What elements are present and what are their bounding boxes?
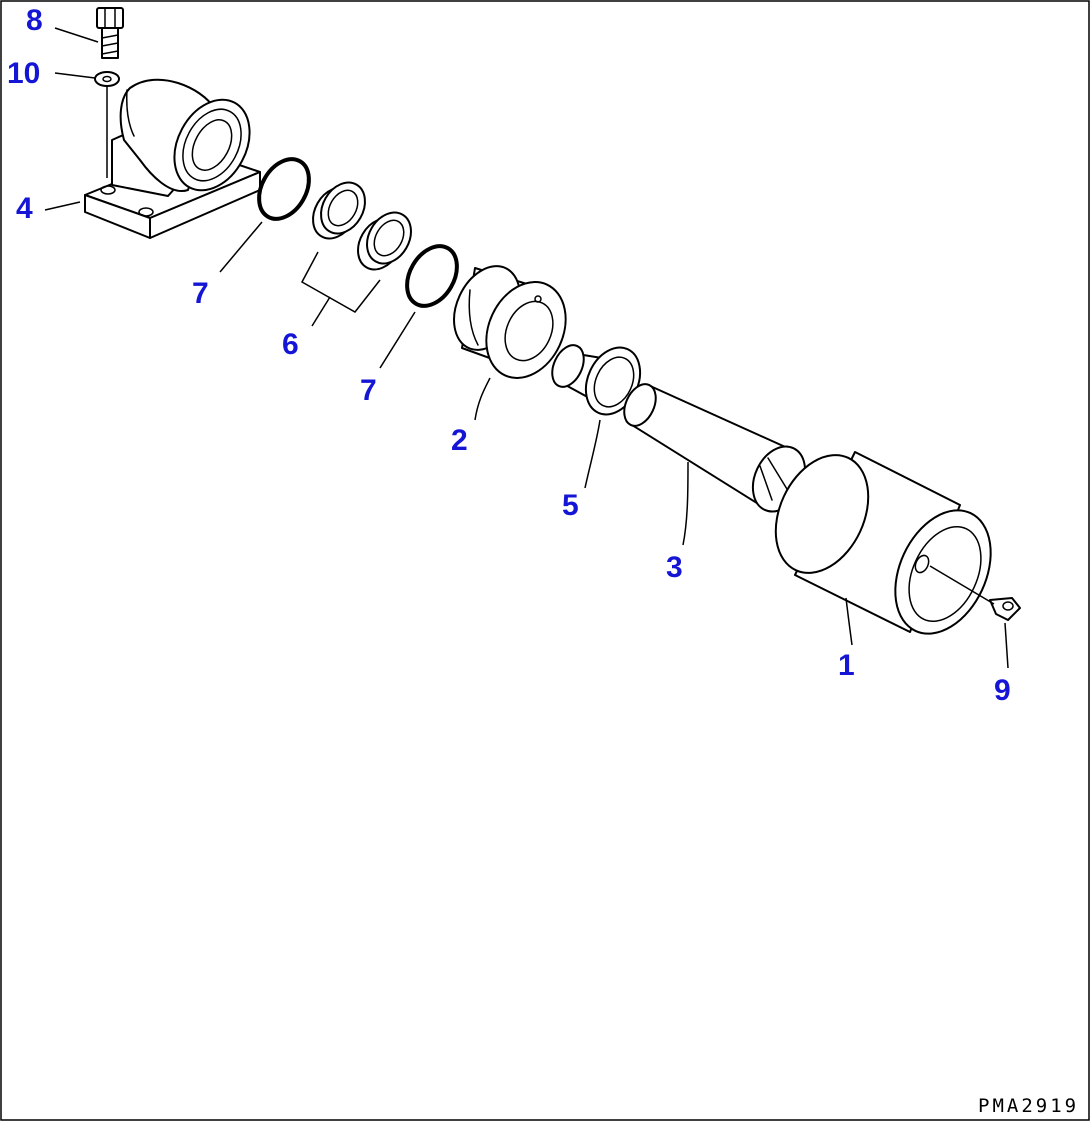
callout-7-second: 7 (360, 374, 377, 407)
washer-part (94, 71, 120, 87)
o-ring-part-2 (405, 244, 459, 308)
callout-labels: 8 10 4 7 6 7 2 5 3 1 9 (7, 4, 1011, 707)
roller-shell-part (774, 451, 992, 635)
o-ring-part-1 (257, 157, 311, 221)
callout-9: 8 (26, 4, 43, 37)
callout-7-first: 7 (192, 277, 209, 310)
callout-2: 2 (451, 424, 468, 457)
floating-seal-part (312, 181, 412, 271)
callout-3: 3 (666, 551, 683, 584)
bracket-part (84, 78, 261, 239)
bushing-part (551, 344, 642, 416)
leader-lines (44, 27, 1009, 669)
bolt-part (96, 7, 124, 59)
collar-part (453, 265, 567, 379)
callout-1: 1 (838, 649, 855, 682)
callout-5: 5 (562, 489, 579, 522)
callout-10: 10 (7, 57, 40, 90)
callout-4: 4 (16, 192, 33, 225)
drawing-number: PMA2919 (978, 1095, 1079, 1117)
callout-8: 9 (994, 674, 1011, 707)
plug-part (989, 597, 1021, 621)
callout-6: 6 (282, 328, 299, 361)
